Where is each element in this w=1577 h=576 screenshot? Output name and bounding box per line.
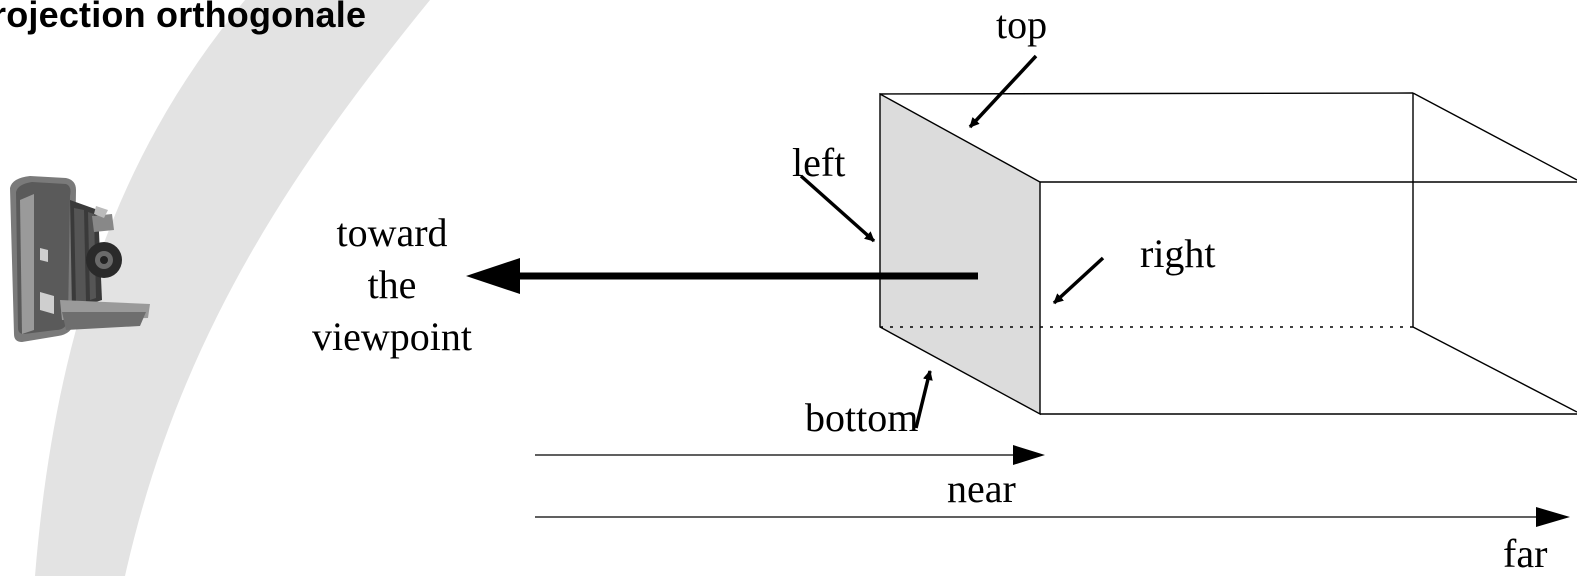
top-label: top bbox=[996, 2, 1047, 47]
box-far-bottom-diagonal bbox=[1412, 326, 1577, 413]
left-pointer-arrow bbox=[799, 174, 876, 243]
box-top-back-edge bbox=[879, 92, 1414, 95]
far-label: far bbox=[1503, 531, 1547, 576]
left-label: left bbox=[792, 140, 845, 185]
toward-label-line-1: toward bbox=[336, 210, 447, 255]
bottom-pointer-arrow bbox=[914, 370, 933, 429]
bottom-label: bottom bbox=[805, 395, 918, 440]
right-label: right bbox=[1140, 231, 1216, 276]
toward-label-line-3: viewpoint bbox=[312, 314, 472, 359]
toward-viewpoint-arrowhead bbox=[466, 258, 520, 294]
folding-camera-icon bbox=[10, 176, 150, 342]
view-volume-box bbox=[879, 92, 1577, 416]
background-arc bbox=[35, 0, 430, 576]
far-distance-arrowhead bbox=[1536, 507, 1570, 527]
box-far-top-diagonal bbox=[1412, 92, 1577, 181]
toward-label-line-2: the bbox=[368, 262, 417, 307]
slide-title: rojection orthogonale bbox=[0, 0, 367, 35]
top-pointer-arrow bbox=[968, 54, 1038, 129]
near-label: near bbox=[947, 466, 1016, 511]
near-face bbox=[879, 92, 1041, 416]
right-pointer-arrow bbox=[1052, 256, 1105, 305]
near-distance-arrowhead bbox=[1013, 445, 1045, 465]
